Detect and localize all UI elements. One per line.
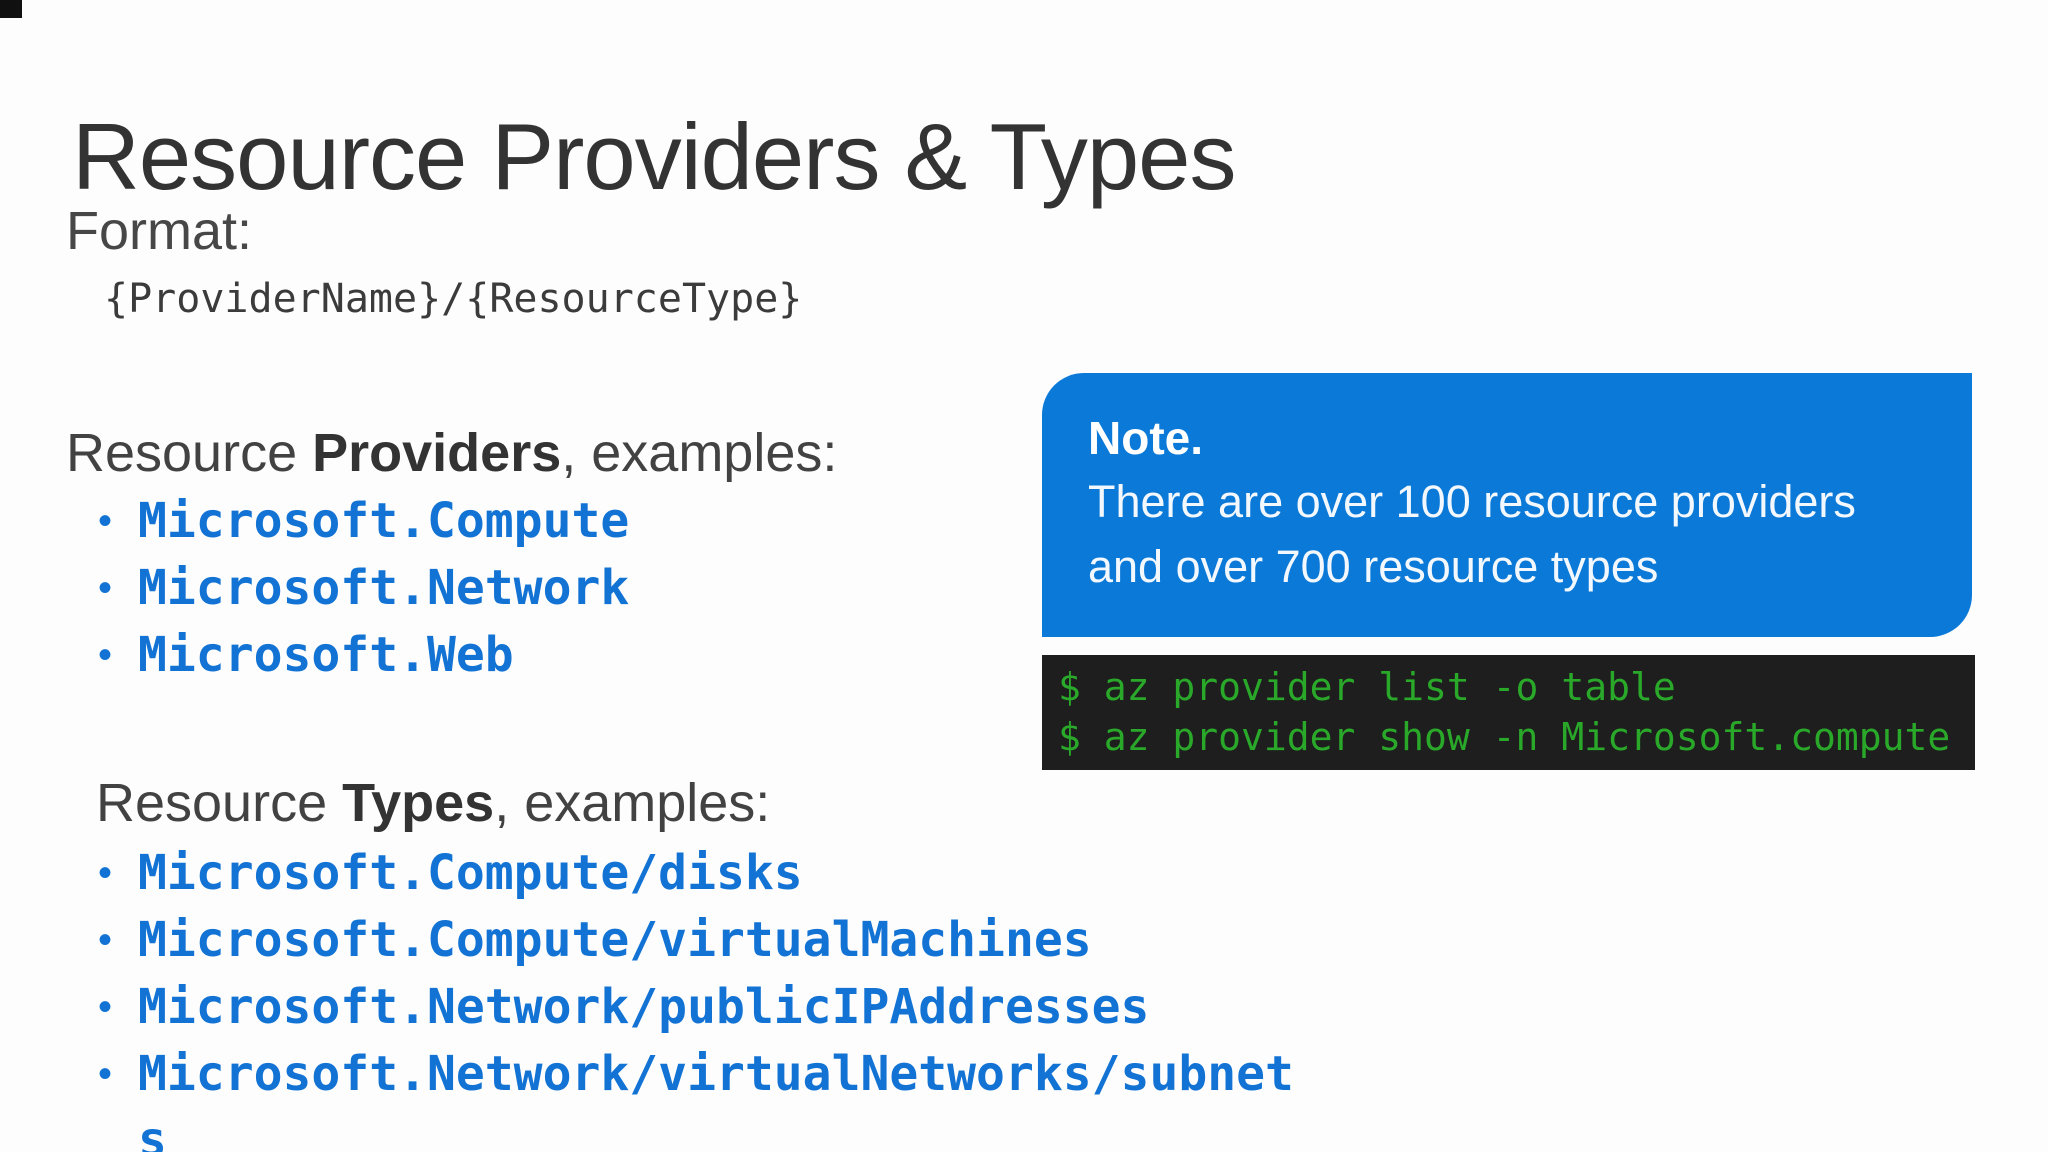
bullet-icon: • (98, 918, 113, 962)
bullet-icon: • (98, 633, 113, 677)
resource-type: Microsoft.Network/publicIPAddresses (138, 979, 1150, 1035)
provider-name: Microsoft.Network (138, 560, 630, 616)
terminal-snippet: $ az provider list -o table $ az provide… (1042, 655, 1975, 770)
list-item: • Microsoft.Network/publicIPAddresses (98, 974, 1303, 1041)
list-item: • Microsoft.Network (98, 555, 629, 622)
providers-heading-emph: Providers (312, 423, 562, 483)
resource-type: Microsoft.Network/virtualNetworks/subnet… (138, 1046, 1294, 1152)
bullet-icon: • (98, 851, 113, 895)
note-text-line: and over 700 resource types (1088, 541, 1659, 592)
bullet-icon: • (98, 566, 113, 610)
list-item: • Microsoft.Web (98, 622, 629, 689)
list-item: • Microsoft.Compute/disks (98, 840, 1303, 907)
providers-heading: Resource Providers, examples: (66, 422, 837, 484)
providers-heading-prefix: Resource (66, 423, 313, 483)
page-title: Resource Providers & Types (72, 103, 1236, 209)
terminal-command: $ az provider list -o table (1058, 665, 1676, 709)
provider-name: Microsoft.Compute (138, 493, 630, 549)
note-callout: Note. There are over 100 resource provid… (1042, 373, 1972, 637)
list-item: • Microsoft.Network/virtualNetworks/subn… (98, 1041, 1303, 1152)
bullet-icon: • (98, 1052, 113, 1096)
corner-mark (0, 0, 22, 18)
note-text-line: There are over 100 resource providers (1088, 476, 1856, 527)
format-code: {ProviderName}/{ResourceType} (104, 276, 803, 322)
provider-name: Microsoft.Web (138, 627, 514, 683)
format-label: Format: (66, 201, 253, 261)
terminal-command: $ az provider show -n Microsoft.compute (1058, 715, 1951, 759)
types-list: • Microsoft.Compute/disks • Microsoft.Co… (98, 840, 1303, 1152)
list-item: • Microsoft.Compute (98, 488, 629, 555)
note-title: Note. (1088, 412, 1203, 464)
bullet-icon: • (98, 985, 113, 1029)
resource-type: Microsoft.Compute/virtualMachines (138, 912, 1092, 968)
providers-heading-suffix: , examples: (561, 423, 838, 483)
types-heading: Resource Types, examples: (96, 772, 770, 834)
types-heading-prefix: Resource (96, 773, 343, 833)
list-item: • Microsoft.Compute/virtualMachines (98, 907, 1303, 974)
resource-type: Microsoft.Compute/disks (138, 845, 803, 901)
providers-list: • Microsoft.Compute • Microsoft.Network … (98, 488, 629, 689)
types-heading-suffix: , examples: (494, 773, 771, 833)
types-heading-emph: Types (342, 773, 495, 833)
bullet-icon: • (98, 499, 113, 543)
